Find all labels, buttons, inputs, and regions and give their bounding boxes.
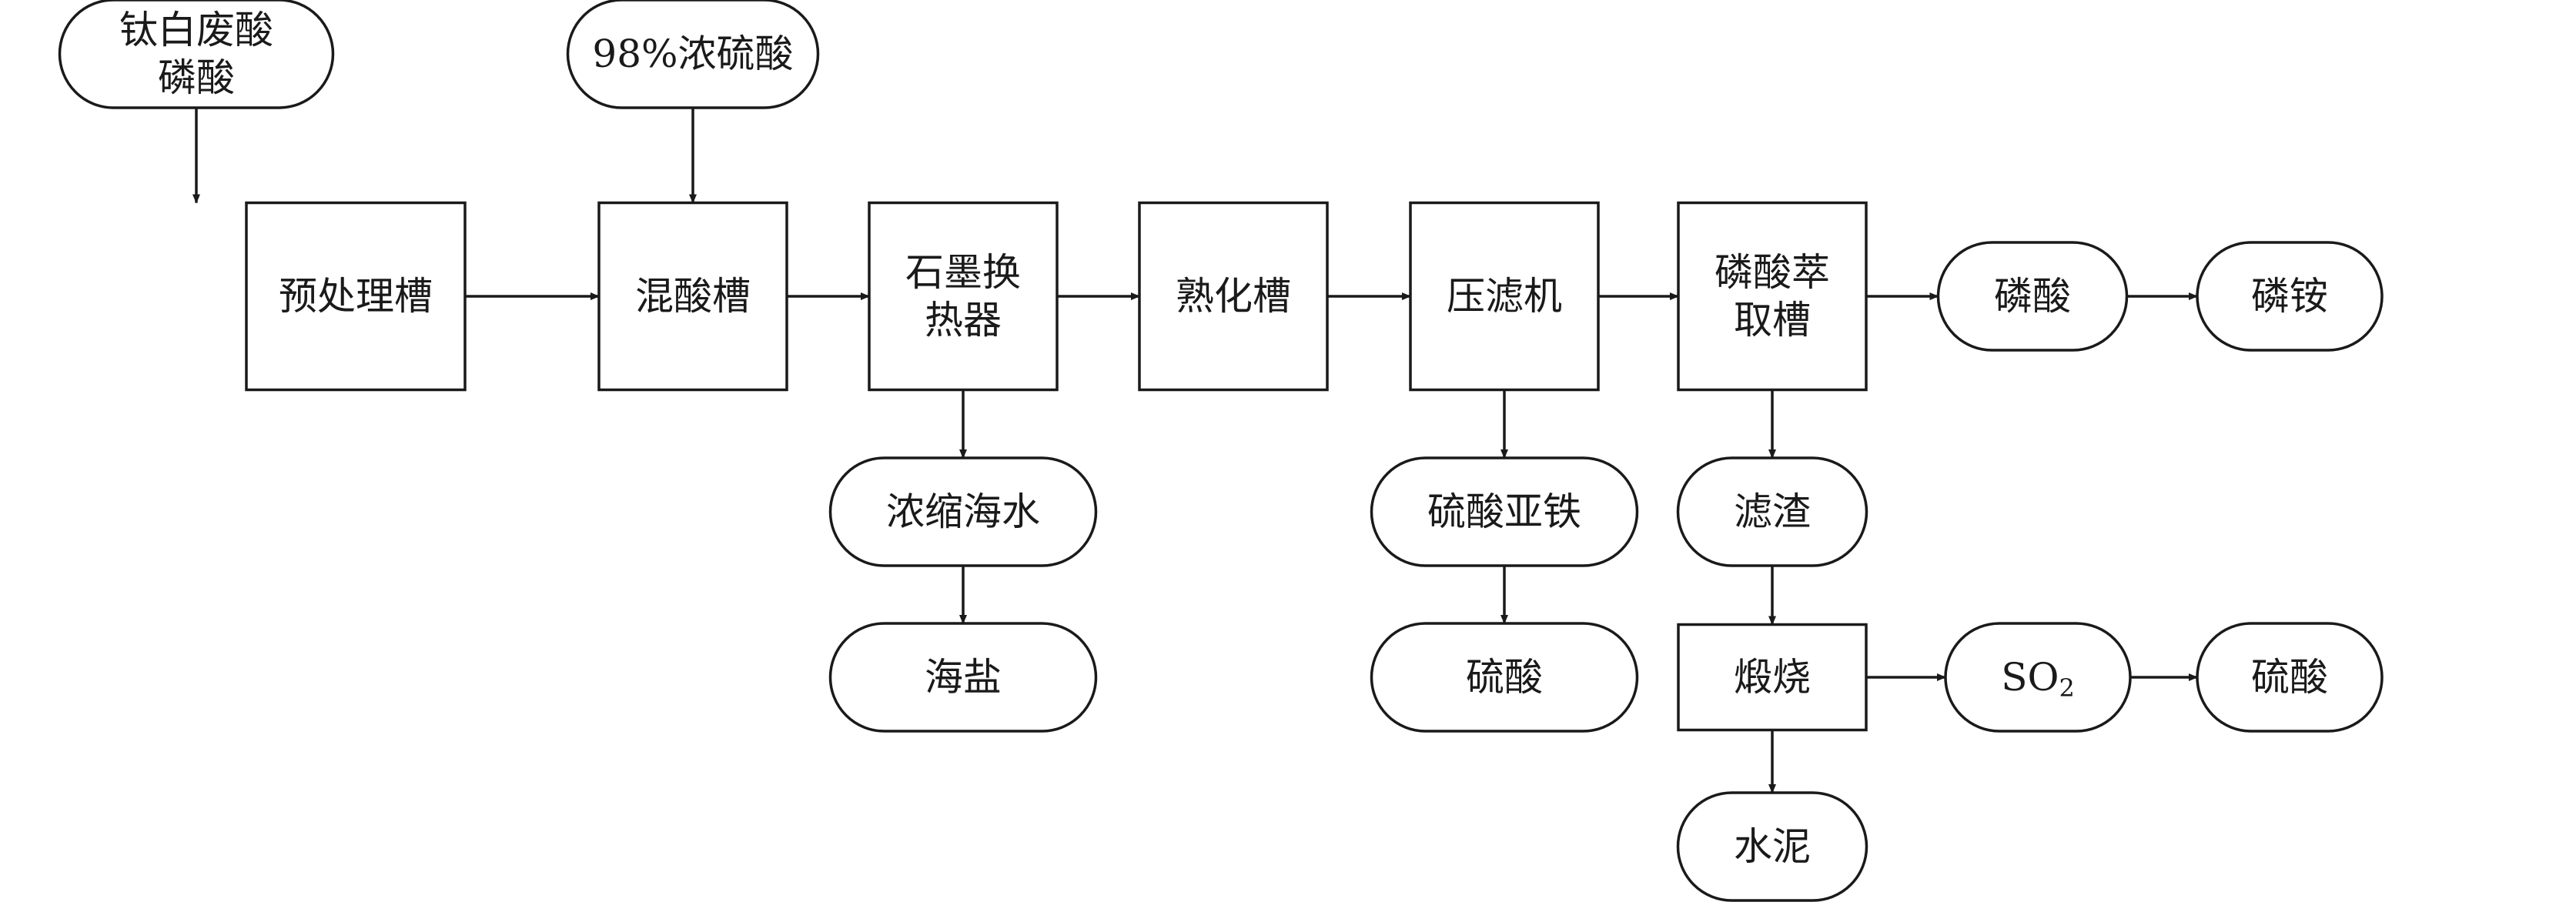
flow-node-n2: 98%浓硫酸 <box>566 0 820 109</box>
node-label: 磷酸萃 <box>1715 250 1830 295</box>
flow-node-n3: 预处理槽 <box>245 201 467 392</box>
node-label: 水泥 <box>1734 824 1811 869</box>
terminal-shape <box>1944 622 2132 733</box>
flow-node-n17: SO2 <box>1944 622 2132 733</box>
flow-node-n7: 压滤机 <box>1409 201 1600 392</box>
node-label: 煅烧 <box>1734 655 1811 700</box>
terminal-shape <box>828 622 1098 733</box>
node-label: 硫酸 <box>2251 655 2328 700</box>
flow-node-n16: 煅烧 <box>1677 623 1868 732</box>
terminal-shape <box>566 0 820 109</box>
process-box <box>597 201 788 392</box>
node-label: 滤渣 <box>1734 489 1811 534</box>
process-box <box>245 201 467 392</box>
terminal-shape <box>2196 622 2384 733</box>
node-label: 混酸槽 <box>635 274 751 319</box>
terminal-shape <box>1370 622 1639 733</box>
flow-node-n9: 磷酸 <box>1936 241 2129 352</box>
flow-node-n12: 海盐 <box>828 622 1098 733</box>
node-label: 钛白废酸 <box>119 8 273 52</box>
terminal-shape <box>1936 241 2129 352</box>
terminal-shape <box>58 0 335 109</box>
node-label: 海盐 <box>925 655 1002 700</box>
terminal-shape <box>1676 456 1868 567</box>
flow-node-n15: 滤渣 <box>1676 456 1868 567</box>
node-label: 取槽 <box>1734 298 1811 342</box>
terminal-shape <box>828 456 1098 567</box>
flow-node-n6: 熟化槽 <box>1138 201 1329 392</box>
process-box <box>1677 201 1868 392</box>
node-label: 石墨换 <box>905 250 1021 295</box>
node-label: 熟化槽 <box>1176 274 1291 319</box>
process-box <box>1677 623 1868 732</box>
edges-layer <box>192 108 2198 793</box>
terminal-shape <box>1676 791 1868 902</box>
node-label: 硫酸 <box>1466 655 1543 700</box>
process-box <box>1138 201 1329 392</box>
node-label: 磷酸 <box>1994 274 2071 319</box>
flow-node-n4: 混酸槽 <box>597 201 788 392</box>
flow-node-n11: 浓缩海水 <box>828 456 1098 567</box>
node-label: 磷铵 <box>2251 274 2328 319</box>
nodes-layer: 钛白废酸磷酸98%浓硫酸预处理槽混酸槽石墨换热器熟化槽压滤机磷酸萃取槽磷酸磷铵浓… <box>58 0 2384 902</box>
flow-node-n13: 硫酸亚铁 <box>1370 456 1639 567</box>
node-label: 热器 <box>925 298 1002 342</box>
node-label: 预处理槽 <box>279 274 433 319</box>
terminal-shape <box>2196 241 2384 352</box>
flow-node-n19: 水泥 <box>1676 791 1868 902</box>
flow-node-n10: 磷铵 <box>2196 241 2384 352</box>
node-label: 硫酸亚铁 <box>1427 489 1581 534</box>
process-box <box>1409 201 1600 392</box>
node-label: 压滤机 <box>1447 274 1562 319</box>
node-label: 浓缩海水 <box>886 489 1040 534</box>
node-label-subscript: 2 <box>2059 673 2074 703</box>
process-box <box>868 201 1059 392</box>
node-label: 98%浓硫酸 <box>592 32 793 76</box>
terminal-shape <box>1370 456 1639 567</box>
flow-node-n18: 硫酸 <box>2196 622 2384 733</box>
flow-node-n14: 硫酸 <box>1370 622 1639 733</box>
node-label: 磷酸 <box>158 55 235 100</box>
